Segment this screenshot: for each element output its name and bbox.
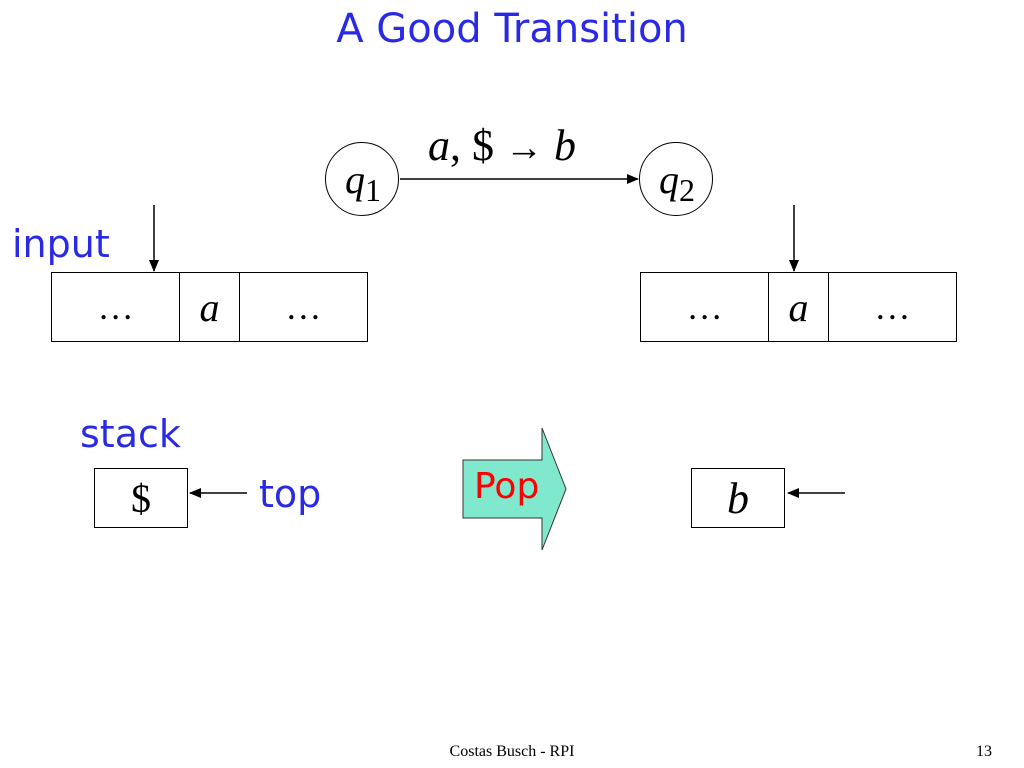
tape-cell: a <box>180 273 240 341</box>
stack-label: stack <box>80 412 181 456</box>
tape-cell-text: a <box>199 284 220 330</box>
tape-cell: … <box>641 273 770 341</box>
tape-cell-text: a <box>788 284 809 330</box>
transition-pop-symbol: $ <box>472 121 494 170</box>
stack-before-symbol: $ <box>131 475 151 521</box>
pop-label: Pop <box>474 466 540 507</box>
pop-arrow-shape <box>462 427 567 551</box>
tape-cell-text: … <box>97 287 134 327</box>
top-label: top <box>259 472 322 516</box>
tape-cell: … <box>240 273 367 341</box>
input-tape-right: … a … <box>640 272 957 342</box>
footer-text: Costas Busch - RPI <box>449 743 575 760</box>
input-tape-left: … a … <box>51 272 368 342</box>
tape-cell-text: … <box>874 287 911 327</box>
stack-after: b <box>691 468 785 528</box>
state-q2: q2 <box>639 142 713 216</box>
tape-cell: … <box>52 273 181 341</box>
transition-push-symbol: b <box>554 121 576 170</box>
tape-cell: … <box>829 273 956 341</box>
stack-before: $ <box>94 468 188 528</box>
tape-cell-text: … <box>686 287 723 327</box>
state-q1: q1 <box>325 142 399 216</box>
input-label: input <box>12 222 110 266</box>
tape-cell: a <box>769 273 829 341</box>
tape-cell-text: … <box>285 287 322 327</box>
page-number: 13 <box>976 743 992 760</box>
state-q2-name: q <box>659 157 679 202</box>
transition-label: a, $ → b <box>428 120 576 171</box>
slide-title: A Good Transition <box>336 6 688 52</box>
transition-read-symbol: a <box>428 121 450 170</box>
transition-arrow-glyph: → <box>505 127 543 169</box>
transition-comma: , <box>450 121 461 170</box>
stack-after-symbol: b <box>727 473 749 523</box>
state-q1-name: q <box>345 157 365 202</box>
state-q1-index: 1 <box>365 172 381 208</box>
state-q2-index: 2 <box>679 172 695 208</box>
